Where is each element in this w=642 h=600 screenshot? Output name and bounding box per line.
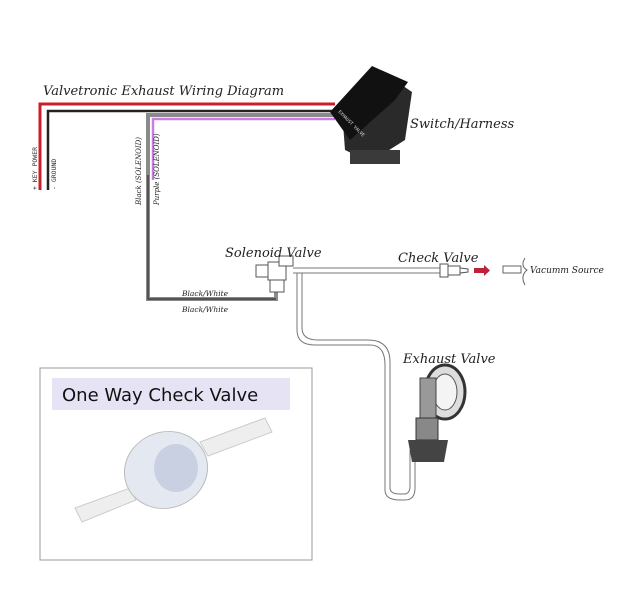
check-valve-inset: One Way Check Valve (39, 367, 313, 561)
black-solenoid-label: Black (SOLENOID) (135, 137, 143, 206)
black-white-label-2: Black/White (181, 305, 229, 314)
black-white-label-1: Black/White (181, 289, 229, 298)
ground-wire (46, 109, 335, 190)
key-power-wire (38, 102, 335, 190)
check-valve (439, 263, 469, 278)
solenoid-valve (255, 255, 294, 293)
inset-title: One Way Check Valve (62, 385, 258, 406)
vacuum-source (502, 257, 528, 286)
vacuum-source-label: Vacumm Source (530, 266, 604, 276)
flow-arrow-icon (474, 265, 490, 276)
wires (38, 102, 335, 301)
black-solenoid-wire-core (147, 175, 276, 300)
rocker-switch: EXHAUST VALVE (330, 66, 412, 164)
solenoid-valve-label: Solenoid Valve (225, 246, 322, 261)
black-solenoid-wire (146, 113, 335, 301)
check-valve-photo (74, 417, 273, 523)
inset-banner (52, 378, 290, 410)
exhaust-valve (408, 363, 467, 462)
switch-harness-label: Switch/Harness (410, 117, 514, 132)
key-power-label: + KEY POWER (31, 147, 39, 190)
ground-label: - GROUND (50, 159, 58, 190)
diagram-title: Valvetronic Exhaust Wiring Diagram (43, 84, 284, 99)
purple-solenoid-wire (151, 117, 335, 180)
vacuum-tubes (293, 267, 440, 501)
check-valve-label: Check Valve (398, 251, 479, 266)
exhaust-valve-label: Exhaust Valve (402, 352, 496, 367)
purple-solenoid-label: Purple (SOLENOID) (153, 133, 161, 206)
